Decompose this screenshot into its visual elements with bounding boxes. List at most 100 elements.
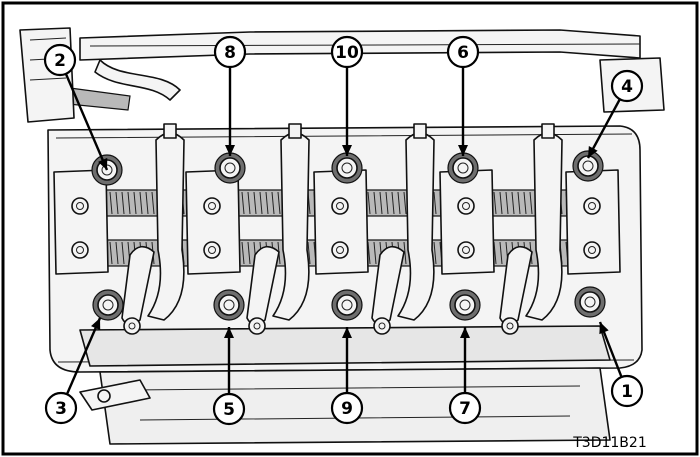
- callout-circle-5: [212, 392, 246, 426]
- spring-rib: [271, 191, 275, 215]
- cap-bolt: [331, 241, 349, 259]
- head-bolt: [452, 157, 474, 179]
- callout-arrowhead: [588, 145, 598, 158]
- callout-circle-4: [610, 69, 644, 103]
- spring-rib: [145, 191, 149, 215]
- callout-leader-3: [59, 317, 102, 409]
- callout-leaders: [58, 52, 629, 409]
- cap-bolt: [457, 241, 475, 259]
- spring-rib: [121, 191, 125, 215]
- head-bolt: [579, 291, 601, 313]
- callout-arrowhead: [599, 322, 609, 335]
- cap-bolt: [71, 241, 89, 259]
- callout-number-5: 5: [223, 400, 235, 420]
- cap-bolt-center: [588, 202, 596, 210]
- adjuster-nut: [248, 317, 266, 335]
- spring-rib: [403, 241, 407, 265]
- callout-number-8: 8: [224, 43, 236, 63]
- cap-bolt-center: [462, 246, 470, 254]
- cap-bolt: [203, 197, 221, 215]
- head-bolt-center: [459, 299, 471, 311]
- spring-rib: [241, 241, 245, 265]
- figure-code: T3D11B21: [572, 435, 646, 451]
- adjuster-screw: [541, 123, 555, 139]
- head-bolt-center: [341, 299, 353, 311]
- spring-rib: [373, 241, 377, 265]
- shaft-support-caps: [53, 169, 621, 275]
- cap-bolt-center: [336, 246, 344, 254]
- spring-rib: [433, 241, 437, 265]
- adjuster-nut-center: [378, 322, 386, 330]
- callout-number-1: 1: [621, 382, 633, 402]
- spring-rib: [493, 191, 497, 215]
- adjuster-screw: [413, 123, 427, 139]
- callout-number-2: 2: [54, 51, 66, 71]
- spring-rib: [307, 241, 311, 265]
- callout-circle-2: [43, 43, 77, 77]
- spring-rib: [367, 241, 371, 265]
- spring-rib: [379, 191, 383, 215]
- spring-rib: [277, 191, 281, 215]
- callout-circle-10: [330, 35, 364, 69]
- cap-bolt-center: [208, 202, 216, 210]
- spring-rib: [433, 191, 437, 215]
- spring-rib: [109, 191, 113, 215]
- callout-arrowhead: [342, 327, 352, 338]
- spring-rib: [115, 241, 119, 265]
- callout-circle-6: [446, 35, 480, 69]
- cap-bolt-center: [336, 202, 344, 210]
- callout-number-4: 4: [621, 77, 633, 97]
- callout-arrowhead: [342, 145, 352, 156]
- callout-number-9: 9: [341, 399, 353, 419]
- cap-bolt-center: [208, 246, 216, 254]
- spring-rib: [493, 241, 497, 265]
- spring-rib: [517, 191, 521, 215]
- spring-rib: [253, 191, 257, 215]
- spring-rib: [397, 191, 401, 215]
- cap-bolt-center: [588, 246, 596, 254]
- spring-rib: [247, 191, 251, 215]
- spring-rib: [499, 191, 503, 215]
- head-bolt-center: [223, 299, 235, 311]
- spring-rib: [385, 191, 389, 215]
- adjuster-nut: [501, 317, 519, 335]
- adjuster-nut-center: [253, 322, 261, 330]
- callout-arrowhead: [224, 327, 234, 338]
- spring-rib: [115, 191, 119, 215]
- head-bolt-center: [224, 162, 236, 174]
- callout-circle-3: [44, 391, 78, 425]
- callout-arrowhead: [225, 145, 235, 156]
- head-bolt-center: [457, 162, 469, 174]
- callout-circle-8: [213, 35, 247, 69]
- spring-rib: [529, 191, 533, 215]
- spring-rib: [403, 191, 407, 215]
- head-bolt: [336, 157, 358, 179]
- cap-bolt-center: [76, 202, 84, 210]
- spring-rib: [505, 191, 509, 215]
- callout-arrowhead: [460, 327, 470, 338]
- spring-rib: [523, 191, 527, 215]
- callout-circle-7: [448, 391, 482, 425]
- callout-arrowhead: [458, 145, 468, 156]
- cap-bolt: [583, 241, 601, 259]
- adjuster-nut-center: [128, 322, 136, 330]
- adjuster-screw: [288, 123, 302, 139]
- head-bolt-center: [341, 162, 353, 174]
- callout-number-7: 7: [459, 399, 471, 419]
- cap-bolt: [203, 241, 221, 259]
- spring-rib: [373, 191, 377, 215]
- rocker-arms: [121, 123, 563, 335]
- spring-rib: [133, 191, 137, 215]
- spring-rib: [499, 241, 503, 265]
- cap-bolt: [71, 197, 89, 215]
- head-bolt-center: [584, 296, 596, 308]
- spring-rib: [247, 241, 251, 265]
- adjuster-screw: [163, 123, 177, 139]
- callout-leader-2: [58, 59, 109, 171]
- cylinder-head-bolts: [91, 150, 606, 321]
- spring-rib: [367, 191, 371, 215]
- cap-bolt-center: [76, 246, 84, 254]
